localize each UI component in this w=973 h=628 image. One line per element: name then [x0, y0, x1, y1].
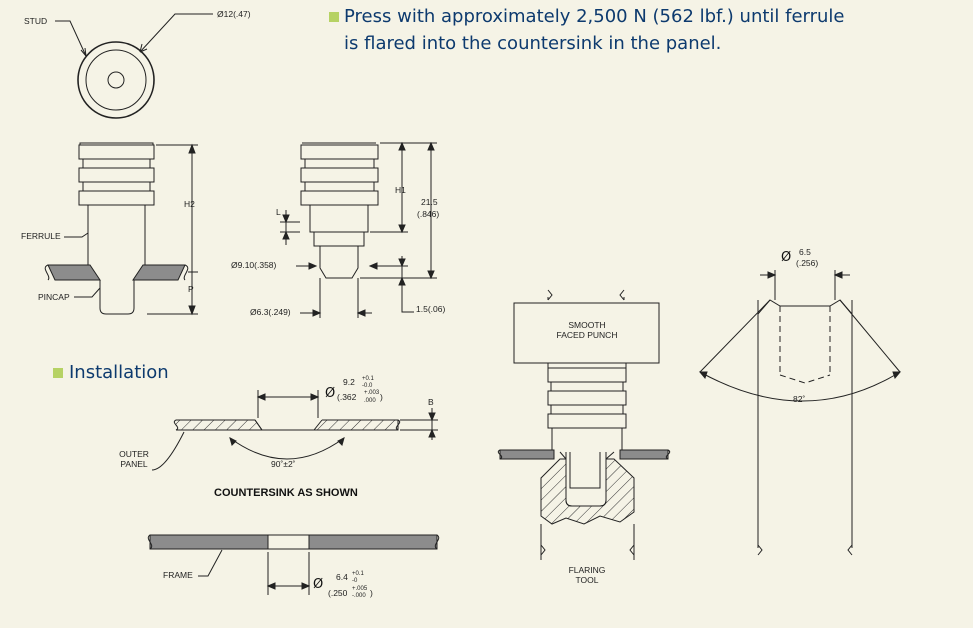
countersink-section — [151, 390, 438, 471]
installation-bullet — [53, 368, 63, 378]
label-frame: FRAME — [163, 570, 193, 580]
label-b: B — [428, 397, 434, 407]
label-250: (.250 — [328, 588, 348, 598]
label-h2: H2 — [184, 199, 195, 209]
label-9-2: 9.2 — [343, 377, 355, 387]
punch-tip-detail — [698, 270, 902, 556]
label-p: P — [188, 284, 194, 294]
stud-top-view — [55, 13, 213, 119]
label-l: L — [276, 207, 281, 217]
label-h1: H1 — [395, 185, 406, 195]
fastener-side-view-left — [44, 142, 198, 316]
label-846: (.846) — [417, 209, 440, 219]
label-256: (.256) — [796, 258, 819, 268]
label-6-4-tol-up: +0.1 — [352, 571, 364, 577]
press-note-line-2: is flared into the countersink in the pa… — [344, 33, 722, 54]
label-6-5: 6.5 — [799, 247, 811, 257]
label-9-2-tol-up: +0.1 — [362, 376, 374, 382]
press-note-line-1: Press with approximately 2,500 N (562 lb… — [344, 6, 845, 27]
label-21-5: 21.5 — [421, 197, 438, 207]
label-diameter-9-10: Ø9.10(.358) — [231, 260, 277, 270]
diameter-symbol-9-2: Ø — [325, 386, 336, 401]
label-362: (.362 — [337, 392, 357, 402]
label-stud: STUD — [24, 16, 48, 26]
diameter-symbol-6-5: Ø — [781, 250, 792, 265]
frame-section — [147, 534, 440, 595]
label-6-4-tol-dn: -0 — [352, 578, 358, 584]
label-flaring-tool: FLARING TOOL — [568, 565, 606, 585]
label-82-degrees: 82˚ — [793, 394, 806, 404]
label-smooth-faced-punch: SMOOTH FACED PUNCH — [556, 320, 618, 340]
diameter-symbol-6-4: Ø — [313, 577, 324, 592]
installation-heading: Installation — [69, 362, 169, 383]
label-9-2-tol-dn: -0.0 — [362, 383, 373, 389]
label-pincap: PINCAP — [38, 292, 70, 302]
label-1-5: 1.5(.06) — [416, 304, 446, 314]
flaring-section — [497, 289, 671, 560]
label-250-tol-dn: -.000 — [352, 593, 366, 599]
label-outer-panel: OUTER PANEL — [119, 449, 149, 469]
label-ferrule: FERRULE — [21, 231, 61, 241]
label-362-tol-up: +.003 — [364, 390, 380, 396]
note-bullet — [329, 12, 339, 22]
label-6-4: 6.4 — [336, 572, 348, 582]
label-250-close: ) — [370, 588, 373, 598]
label-362-close: ) — [380, 392, 383, 402]
label-diameter-6-3: Ø6.3(.249) — [250, 307, 291, 317]
label-stud-diameter: Ø12(.47) — [217, 9, 251, 19]
label-250-tol-up: +.005 — [352, 586, 368, 592]
fastener-side-view-middle — [280, 141, 437, 318]
label-90-degrees: 90˚±2˚ — [271, 459, 296, 469]
countersink-caption: COUNTERSINK AS SHOWN — [214, 487, 358, 499]
label-362-tol-dn: .000 — [364, 398, 376, 404]
